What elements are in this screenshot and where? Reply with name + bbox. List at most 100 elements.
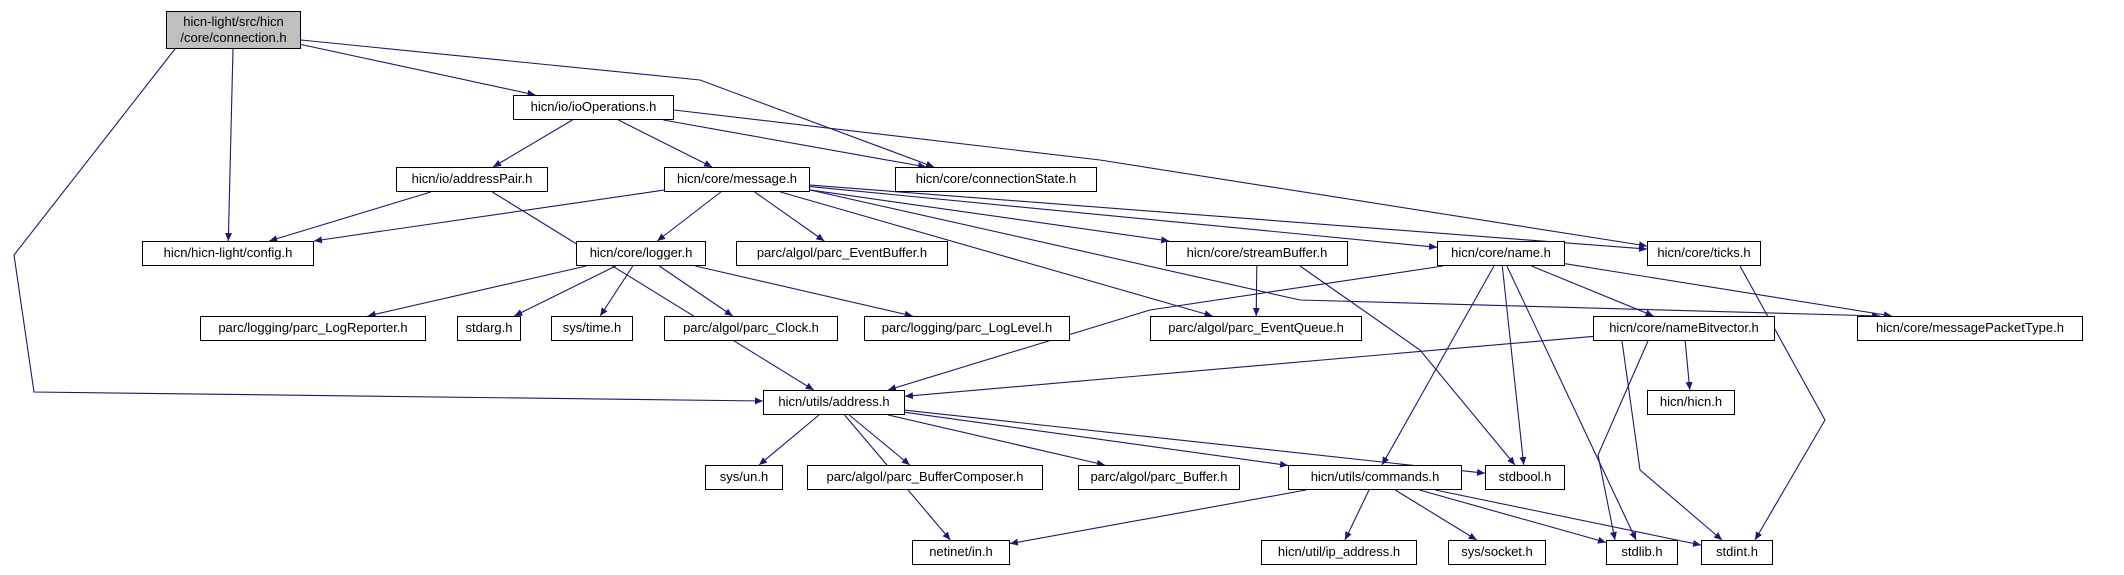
graph-node-bufferComposer[interactable]: parc/algol/parc_BufferComposer.h (807, 465, 1043, 490)
graph-node-logLevel[interactable]: parc/logging/parc_LogLevel.h (864, 316, 1070, 341)
node-label: hicn/util/ip_address.h (1277, 544, 1401, 560)
node-label: sys/time.h (562, 320, 622, 336)
edge-message-config (313, 189, 665, 244)
graph-node-eventBuffer[interactable]: parc/algol/parc_EventBuffer.h (736, 241, 948, 266)
graph-node-address[interactable]: hicn/utils/address.h (763, 390, 905, 415)
edge-connection-ioOperations (300, 43, 536, 97)
node-label: hicn/hicn.h (1659, 394, 1723, 410)
edge-ioOperations-connectionState (663, 119, 927, 170)
node-label: parc/algol/parc_EventQueue.h (1168, 320, 1344, 336)
edge-logger-stdarg (514, 265, 616, 317)
node-label: sys/socket.h (1461, 544, 1533, 560)
edge-connection-connectionState (300, 39, 935, 168)
node-label: parc/algol/parc_EventBuffer.h (756, 245, 928, 261)
graph-node-logReporter[interactable]: parc/logging/parc_LogReporter.h (200, 316, 426, 341)
graph-node-netinet[interactable]: netinet/in.h (912, 540, 1010, 565)
node-label: hicn-light/src/hicn (183, 13, 284, 29)
node-label: hicn/core/name.h (1451, 245, 1551, 261)
graph-node-sysun[interactable]: sys/un.h (705, 465, 783, 490)
graph-node-systime[interactable]: sys/time.h (551, 316, 633, 341)
graph-node-clock[interactable]: parc/algol/parc_Clock.h (664, 316, 838, 341)
edge-commands-syssocket (1395, 489, 1477, 541)
edge-name-nameBitvector (1531, 265, 1654, 317)
graph-node-ticks[interactable]: hicn/core/ticks.h (1647, 241, 1761, 266)
edge-logger-logLevel (695, 265, 913, 318)
edge-addressPair-config (269, 191, 431, 243)
edge-connection-config (224, 48, 234, 242)
graph-node-config[interactable]: hicn/hicn-light/config.h (142, 241, 314, 266)
node-label: hicn/hicn-light/config.h (163, 245, 293, 261)
graph-node-ioOperations[interactable]: hicn/io/ioOperations.h (513, 95, 674, 120)
graph-node-streamBuffer[interactable]: hicn/core/streamBuffer.h (1166, 241, 1348, 266)
edge-name-stdlib (1506, 265, 1637, 541)
graph-node-stdint[interactable]: stdint.h (1701, 540, 1773, 565)
edge-name-messagePacketType (1564, 263, 1892, 319)
edge-ioOperations-ticks (673, 109, 1648, 249)
graph-node-parcBuffer[interactable]: parc/algol/parc_Buffer.h (1078, 465, 1240, 490)
graph-node-addressPair[interactable]: hicn/io/addressPair.h (396, 167, 548, 192)
graph-node-messagePacketType[interactable]: hicn/core/messagePacketType.h (1857, 316, 2083, 341)
node-label: stdlib.h (1621, 544, 1663, 560)
node-label: parc/algol/parc_BufferComposer.h (826, 469, 1024, 485)
node-label: parc/algol/parc_Clock.h (683, 320, 819, 336)
graph-node-hicn[interactable]: hicn/hicn.h (1647, 390, 1735, 415)
node-label: hicn/core/ticks.h (1657, 245, 1751, 261)
edge-address-bufferComposer (848, 414, 911, 466)
node-label: hicn/utils/address.h (778, 394, 890, 410)
node-label: stdbool.h (1498, 469, 1552, 485)
graph-node-stdlib[interactable]: stdlib.h (1606, 540, 1678, 565)
edge-logger-clock (658, 265, 734, 317)
edge-message-messagePacketType (809, 189, 1881, 320)
graph-node-syssocket[interactable]: sys/socket.h (1448, 540, 1546, 565)
node-label: parc/logging/parc_LogReporter.h (218, 320, 408, 336)
graph-node-nameBitvector[interactable]: hicn/core/nameBitvector.h (1593, 316, 1775, 341)
node-label: hicn/utils/commands.h (1310, 469, 1440, 485)
node-label: hicn/core/messagePacketType.h (1876, 320, 2064, 336)
graph-node-eventQueue[interactable]: parc/algol/parc_EventQueue.h (1150, 316, 1362, 341)
node-label: hicn/io/ioOperations.h (530, 99, 657, 115)
node-label: /core/connection.h (180, 30, 287, 45)
node-label: parc/logging/parc_LogLevel.h (881, 320, 1053, 336)
edge-message-streamBuffer (809, 189, 1170, 244)
graph-node-stdbool[interactable]: stdbool.h (1485, 465, 1565, 490)
node-label: hicn/io/addressPair.h (411, 171, 533, 187)
edge-ioOperations-addressPair (492, 119, 573, 168)
edge-address-sysun (758, 414, 820, 466)
node-label: stdarg.h (465, 320, 513, 336)
edge-message-eventBuffer (754, 191, 825, 242)
node-label: sys/un.h (719, 469, 769, 485)
edge-address-parcBuffer (888, 414, 1105, 467)
edge-ioOperations-message (618, 119, 713, 168)
graph-node-logger[interactable]: hicn/core/logger.h (576, 241, 706, 266)
edge-message-ticks (809, 184, 1648, 252)
edge-commands-stdlib (1419, 489, 1607, 544)
graph-node-stdarg[interactable]: stdarg.h (457, 316, 521, 341)
graph-node-connection[interactable]: hicn-light/src/hicn/core/connection.h (166, 11, 301, 49)
edge-logger-systime (599, 265, 634, 317)
edge-message-name (809, 186, 1438, 251)
node-label: stdint.h (1716, 544, 1758, 560)
node-label: hicn/core/nameBitvector.h (1609, 320, 1759, 336)
graph-node-commands[interactable]: hicn/utils/commands.h (1288, 465, 1462, 490)
edge-address-commands (904, 411, 1289, 468)
edge-address-stdbool (904, 409, 1486, 476)
edge-name-address (887, 265, 1444, 392)
edge-addressPair-address (492, 191, 814, 391)
graph-node-connectionState[interactable]: hicn/core/connectionState.h (895, 167, 1097, 192)
edge-nameBitvector-hicn (1684, 340, 1693, 391)
graph-node-message[interactable]: hicn/core/message.h (664, 167, 810, 192)
node-label: hicn/core/streamBuffer.h (1186, 245, 1328, 261)
edge-nameBitvector-stdlib (1597, 340, 1649, 541)
edge-message-eventQueue (780, 191, 1213, 318)
edge-message-logger (656, 191, 722, 242)
edge-logger-logReporter (367, 265, 587, 318)
edge-commands-ipAddress (1344, 489, 1370, 541)
graph-node-ipAddress[interactable]: hicn/util/ip_address.h (1261, 540, 1417, 565)
edge-nameBitvector-stdint (1621, 340, 1723, 541)
graph-node-name[interactable]: hicn/core/name.h (1437, 241, 1565, 266)
edge-name-stdbool (1501, 265, 1527, 466)
edge-name-commands (1381, 265, 1495, 466)
